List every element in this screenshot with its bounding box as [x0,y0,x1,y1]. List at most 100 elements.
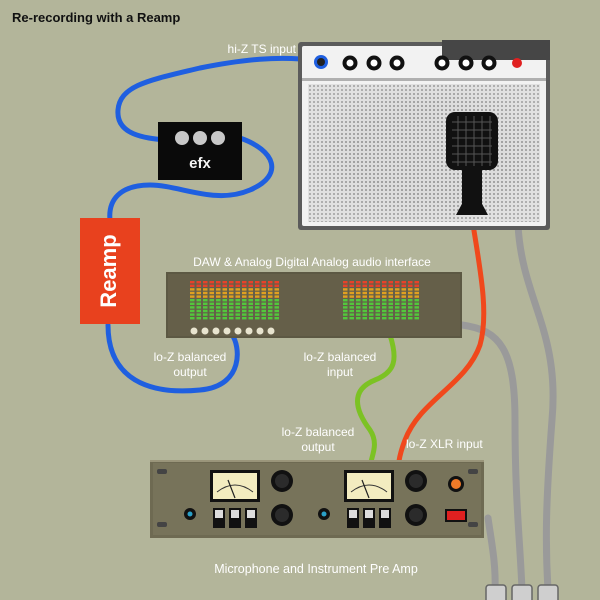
meter-led [349,291,354,295]
meter-led [196,313,201,316]
meter-led [369,299,374,302]
meter-led [382,284,387,287]
meter-led [382,299,387,302]
meter-led [401,281,406,284]
reamp-label: Reamp [96,234,121,307]
meter-led [375,313,380,316]
gray-cable-1 [514,221,557,594]
meter-led [349,313,354,316]
meter-led [369,317,374,320]
meter-led [255,299,260,302]
meter-led [216,284,221,287]
meter-led [235,309,240,313]
meter-led [395,284,400,287]
meter-led [190,313,195,316]
meter-led [222,288,227,291]
meter-led [274,281,279,284]
meter-led [401,295,406,298]
meter-led [382,317,387,320]
meter-led [196,295,201,298]
vu-meter-icon [210,470,260,502]
meter-led [229,313,234,316]
meter-led [209,299,214,302]
preamp-output-label-2: output [301,440,335,454]
meter-led [395,306,400,309]
meter-led [401,288,406,291]
meter-led [408,299,413,302]
blue-cable-amp-to-efx [115,55,321,143]
meter-led [268,288,273,291]
meter-led [369,288,374,291]
meter-led [388,281,393,284]
meter-led [395,281,400,284]
efx-label: efx [189,155,211,172]
meter-led [414,313,419,316]
meter-led [196,284,201,287]
meter-led [395,295,400,298]
meter-led [255,317,260,320]
meter-led [222,313,227,316]
meter-led [268,281,273,284]
meter-led [196,291,201,295]
gray-cable-3 [484,514,499,594]
meter-led [362,306,367,309]
meter-led [362,295,367,298]
meter-led [216,288,221,291]
level-meters-right [343,281,419,320]
meter-led [343,313,348,316]
meter-led [255,288,260,291]
meter-led [388,313,393,316]
meter-led [229,317,234,320]
meter-led [261,302,266,305]
meter-led [274,302,279,305]
meter-led [190,281,195,284]
meter-led [203,313,208,316]
meter-led [268,309,273,313]
preamp-switches-1 [213,508,257,528]
meter-led [349,299,354,302]
meter-led [375,291,380,295]
meter-led [274,306,279,309]
meter-led [242,299,247,302]
meter-led [216,295,221,298]
meter-led [388,317,393,320]
meter-led [382,288,387,291]
meter-led [242,317,247,320]
meter-led [222,291,227,295]
meter-led [401,306,406,309]
meter-led [375,317,380,320]
meter-led [248,309,253,313]
meter-led [414,302,419,305]
meter-led [209,313,214,316]
meter-led [274,309,279,313]
meter-led [216,291,221,295]
meter-led [229,299,234,302]
meter-led [349,317,354,320]
meter-led [375,284,380,287]
meter-led [190,306,195,309]
meter-led [356,309,361,313]
meter-led [395,302,400,305]
meter-led [229,302,234,305]
meter-led [408,302,413,305]
meter-led [268,284,273,287]
meter-led [349,288,354,291]
meter-led [343,295,348,298]
meter-led [414,299,419,302]
meter-led [261,281,266,284]
meter-led [388,306,393,309]
meter-led [268,299,273,302]
meter-led [255,302,260,305]
meter-led [401,299,406,302]
meter-led [375,288,380,291]
meter-led [343,284,348,287]
vu-meter-icon [344,470,394,502]
meter-led [255,309,260,313]
meter-led [369,295,374,298]
meter-led [356,291,361,295]
meter-led [369,313,374,316]
meter-led [261,284,266,287]
gray-cables [458,221,557,594]
meter-led [349,309,354,313]
